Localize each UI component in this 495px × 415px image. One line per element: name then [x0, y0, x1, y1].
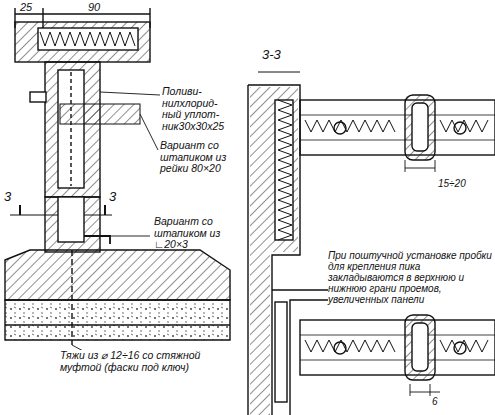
- callout-note: Тяжи из ⌀ 12÷16 со стяжной муфтой (фаски…: [60, 350, 215, 373]
- zigzag-seal: [440, 120, 488, 132]
- dimension: 6: [432, 396, 444, 407]
- callout-note: Вариант со штапиком из ∟20×3: [154, 216, 228, 251]
- callout-note: Поливи- нилхлорид- ный уплот- ник30х30х2…: [162, 86, 237, 132]
- dimension: 25: [20, 1, 42, 13]
- section-mark: 3: [109, 190, 121, 204]
- dimension: 90: [88, 1, 112, 13]
- note: При поштучной установке пробки для крепл…: [328, 250, 492, 305]
- section-mark: 3: [4, 190, 16, 204]
- zigzag-seal: [40, 32, 135, 46]
- zigzag-seal: [305, 340, 395, 352]
- callout-note: Вариант со штапиком из рейки 80×20: [160, 140, 230, 175]
- section-title: 3-3: [262, 48, 292, 62]
- dimension: 15÷20: [438, 178, 478, 189]
- zigzag-seal: [440, 340, 488, 352]
- zigzag-seal: [278, 100, 292, 240]
- zigzag-seal: [305, 120, 395, 132]
